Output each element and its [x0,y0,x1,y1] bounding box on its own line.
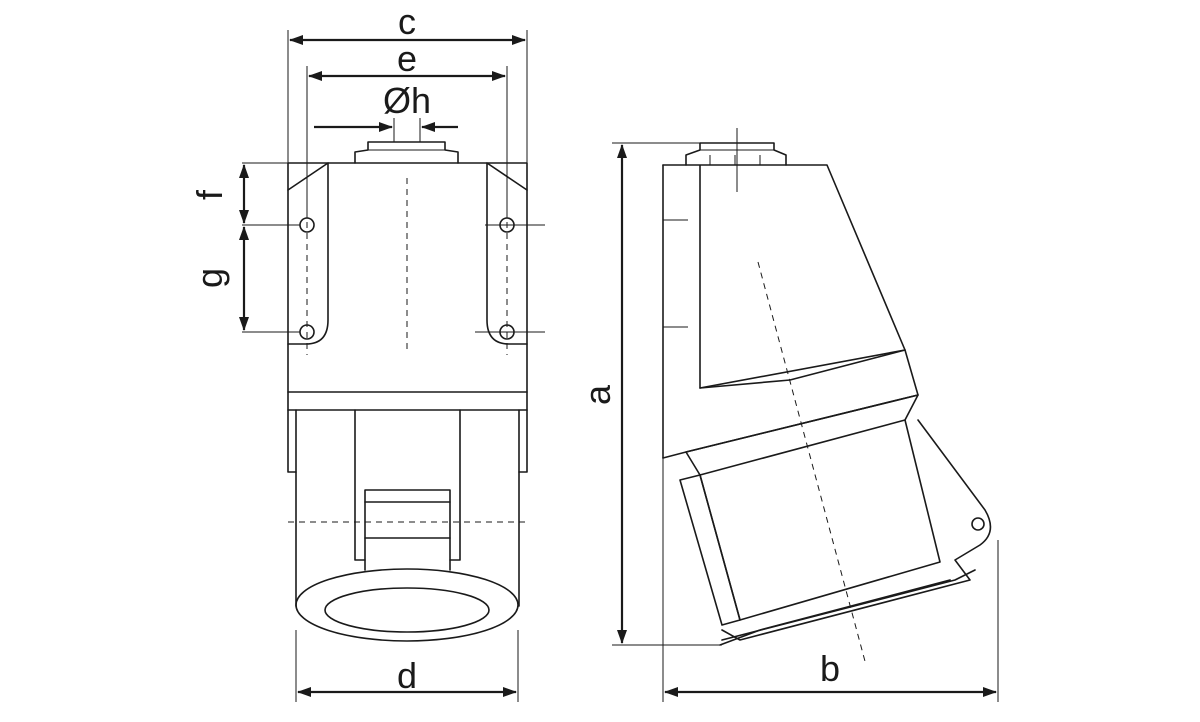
label-d: d [397,655,417,696]
dimension-g: g [189,226,300,333]
dimension-b: b [662,458,999,702]
dimension-c: c [287,1,528,163]
label-e: e [397,38,417,79]
label-f: f [189,189,230,200]
front-view [287,141,545,642]
label-c: c [398,1,416,42]
socket-lid-inner [324,587,490,633]
label-g: g [189,268,230,288]
lid-hinge-pin [971,517,985,531]
side-view [662,128,992,666]
dimension-f: f [189,162,300,226]
dimension-d: d [295,630,519,702]
dimension-h: Øh [314,80,458,142]
socket-lid-outer [295,568,519,642]
dimension-a: a [577,142,722,646]
label-b: b [820,648,840,689]
dimension-e: e [306,38,508,218]
label-h: Øh [383,80,431,121]
label-a: a [577,384,618,405]
